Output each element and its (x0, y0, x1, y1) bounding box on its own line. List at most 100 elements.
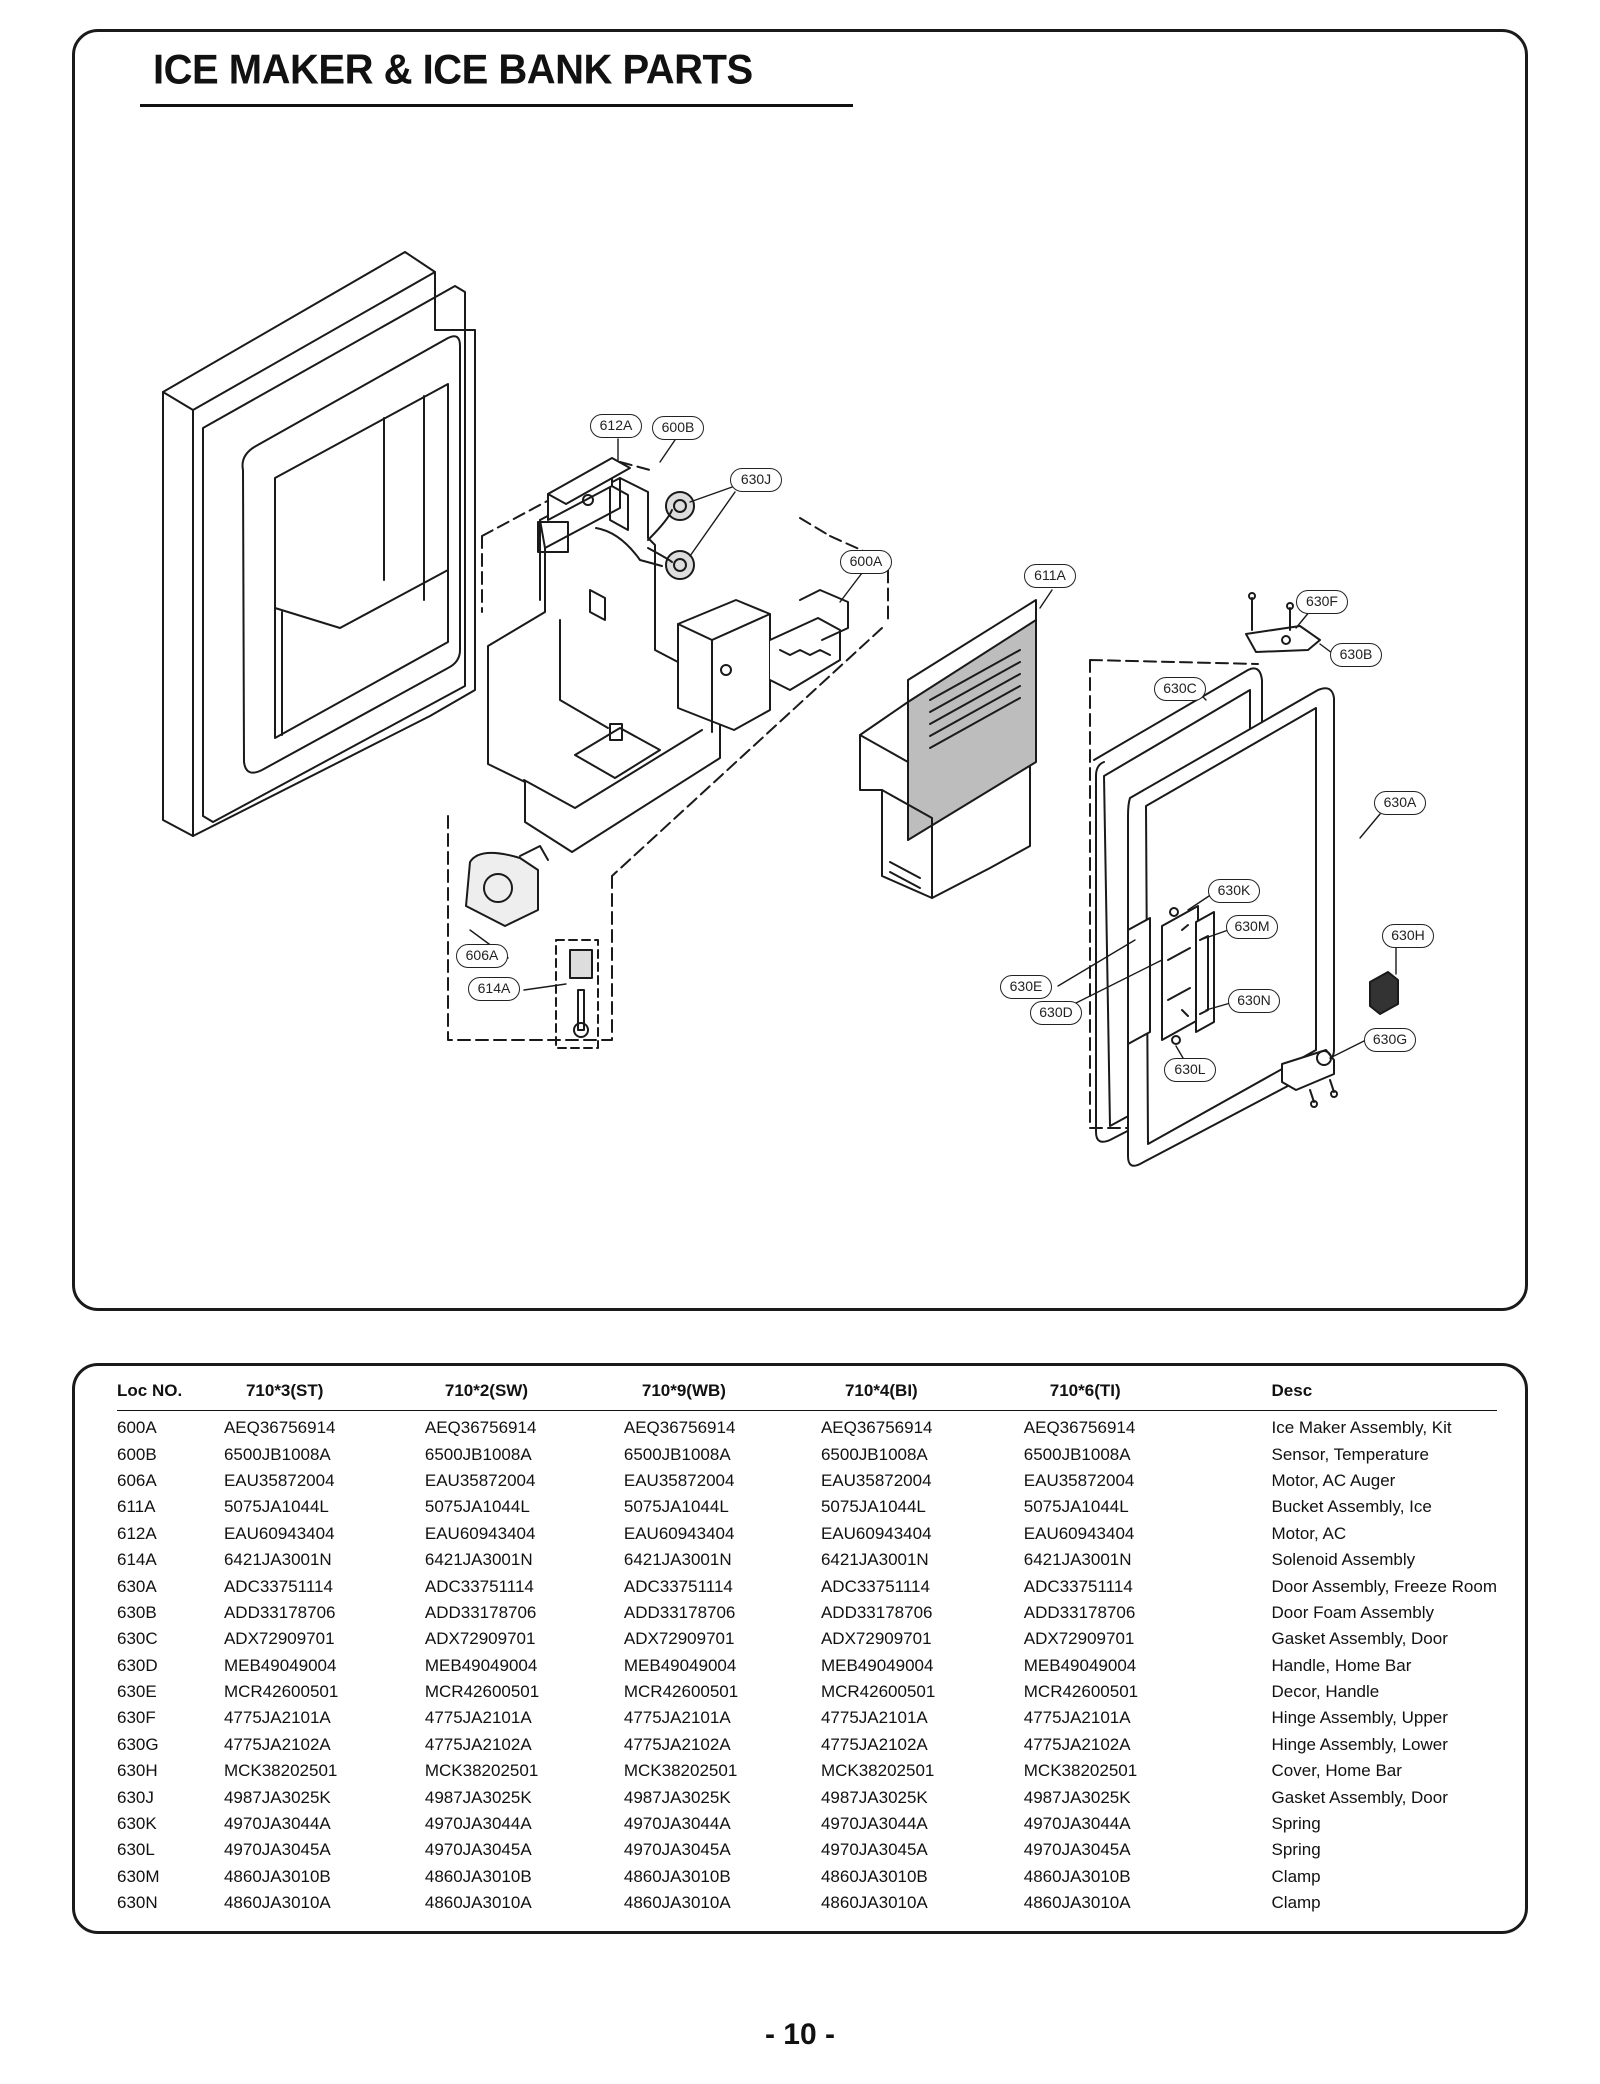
part-710-4-bi-cell: 4860JA3010A (820, 1893, 928, 1913)
callout-630E: 630E (1000, 975, 1052, 999)
exploded-parts-diagram (162, 251, 1399, 1167)
desc-cell: Gasket Assembly, Door (1271, 1787, 1448, 1807)
part-710-3-st-cell: 6500JB1008A (223, 1444, 331, 1464)
header-710-9-wb: 710*9(WB) (623, 1372, 821, 1411)
part-710-3-st-cell: 4775JA2102A (223, 1734, 331, 1754)
desc-cell: Spring (1271, 1814, 1321, 1834)
header-desc: Desc (1271, 1372, 1497, 1411)
part-710-2-sw-cell: 4860JA3010A (424, 1893, 532, 1913)
loc-no-cell: 630N (117, 1893, 158, 1913)
part-710-3-st-cell: EAU60943404 (223, 1523, 335, 1543)
part-710-6-ti-cell: 4970JA3045A (1023, 1840, 1131, 1860)
parts-table: Loc NO. 710*3(ST) 710*2(SW) 710*9(WB) 71… (117, 1372, 1497, 1916)
desc-cell: Bucket Assembly, Ice (1271, 1497, 1432, 1517)
part-710-9-wb-cell: 6421JA3001N (623, 1550, 732, 1570)
callout-600A: 600A (840, 550, 892, 574)
part-710-4-bi-cell: 4987JA3025K (820, 1787, 928, 1807)
desc-cell: Clamp (1271, 1893, 1321, 1913)
callout-630C: 630C (1154, 677, 1206, 701)
part-710-6-ti-cell: MCR42600501 (1023, 1682, 1139, 1702)
part-710-3-st-cell: 4775JA2101A (223, 1708, 331, 1728)
part-710-6-ti-cell: EAU60943404 (1023, 1523, 1135, 1543)
part-710-9-wb-cell: 5075JA1044L (623, 1497, 729, 1517)
part-710-2-sw-cell: 6500JB1008A (424, 1444, 532, 1464)
loc-no-cell: 606A (117, 1470, 157, 1490)
desc-cell: Door Foam Assembly (1271, 1602, 1435, 1622)
part-710-2-sw-cell: ADX72909701 (424, 1629, 536, 1649)
part-710-3-st-cell: 4970JA3044A (223, 1814, 331, 1834)
part-710-9-wb-cell: AEQ36756914 (623, 1418, 736, 1438)
part-710-9-wb-cell: EAU35872004 (623, 1470, 735, 1490)
part-710-2-sw-cell: 4987JA3025K (424, 1787, 532, 1807)
part-710-6-ti-cell: 4860JA3010B (1023, 1866, 1131, 1886)
loc-no-cell: 612A (117, 1523, 157, 1543)
callout-630L: 630L (1164, 1058, 1216, 1082)
part-710-3-st-cell: AEQ36756914 (223, 1418, 336, 1438)
desc-cell: Hinge Assembly, Upper (1271, 1708, 1448, 1728)
part-710-4-bi-cell: MCK38202501 (820, 1761, 935, 1781)
loc-no-cell: 630H (117, 1761, 158, 1781)
part-710-3-st-cell: 5075JA1044L (223, 1497, 329, 1517)
table-row: 630A ADC33751114 ADC33751114 ADC33751114 ADC… (117, 1573, 1497, 1599)
callouts: 612A 600B 630J 600A 611A 630F 630B 630C … (456, 414, 1434, 1082)
desc-cell: Cover, Home Bar (1271, 1761, 1402, 1781)
part-710-9-wb-cell: 4860JA3010A (623, 1893, 731, 1913)
desc-cell: Motor, AC Auger (1271, 1470, 1396, 1490)
page-number: - 10 - (764, 2018, 836, 2051)
part-710-4-bi-cell: 4860JA3010B (820, 1866, 928, 1886)
loc-no-cell: 630E (117, 1682, 157, 1702)
desc-cell: Clamp (1271, 1866, 1321, 1886)
callout-630G: 630G (1364, 1028, 1416, 1052)
part-710-9-wb-cell: MCK38202501 (623, 1761, 738, 1781)
callout-630N: 630N (1228, 989, 1280, 1013)
part-710-9-wb-cell: 4775JA2101A (623, 1708, 731, 1728)
loc-no-cell: 630A (117, 1576, 157, 1596)
door-liner-drawing (162, 251, 476, 837)
part-710-6-ti-cell: ADC33751114 (1023, 1576, 1133, 1596)
desc-cell: Spring (1271, 1840, 1321, 1860)
ice-bucket-drawing (859, 599, 1037, 899)
part-710-2-sw-cell: 4775JA2102A (424, 1734, 532, 1754)
part-710-2-sw-cell: AEQ36756914 (424, 1418, 537, 1438)
part-710-3-st-cell: 6421JA3001N (223, 1550, 332, 1570)
part-710-6-ti-cell: ADD33178706 (1023, 1602, 1136, 1622)
part-710-3-st-cell: ADD33178706 (223, 1602, 336, 1622)
part-710-2-sw-cell: ADD33178706 (424, 1602, 537, 1622)
part-710-9-wb-cell: 4775JA2102A (623, 1734, 731, 1754)
desc-cell: Hinge Assembly, Lower (1271, 1734, 1448, 1754)
part-710-3-st-cell: 4970JA3045A (223, 1840, 331, 1860)
part-710-3-st-cell: MEB49049004 (223, 1655, 337, 1675)
part-710-4-bi-cell: ADC33751114 (820, 1576, 930, 1596)
table-header-row: Loc NO. 710*3(ST) 710*2(SW) 710*9(WB) 71… (117, 1372, 1497, 1411)
part-710-6-ti-cell: 6421JA3001N (1023, 1550, 1132, 1570)
desc-cell: Handle, Home Bar (1271, 1655, 1412, 1675)
loc-no-cell: 614A (117, 1550, 157, 1570)
part-710-4-bi-cell: 4775JA2101A (820, 1708, 928, 1728)
part-710-9-wb-cell: EAU60943404 (623, 1523, 735, 1543)
part-710-3-st-cell: ADC33751114 (223, 1576, 333, 1596)
part-710-2-sw-cell: EAU35872004 (424, 1470, 536, 1490)
part-710-6-ti-cell: 6500JB1008A (1023, 1444, 1131, 1464)
desc-cell: Ice Maker Assembly, Kit (1271, 1418, 1452, 1438)
part-710-9-wb-cell: 6500JB1008A (623, 1444, 731, 1464)
part-710-4-bi-cell: AEQ36756914 (820, 1418, 933, 1438)
header-loc-no: Loc NO. (117, 1372, 224, 1411)
part-710-3-st-cell: 4860JA3010B (223, 1866, 331, 1886)
callout-606A: 606A (456, 944, 508, 968)
header-710-2-sw: 710*2(SW) (424, 1372, 624, 1411)
part-710-4-bi-cell: EAU35872004 (820, 1470, 932, 1490)
part-710-9-wb-cell: 4970JA3044A (623, 1814, 731, 1834)
part-710-4-bi-cell: ADX72909701 (820, 1629, 932, 1649)
parts-table-panel (72, 1363, 1528, 1934)
part-710-2-sw-cell: ADC33751114 (424, 1576, 534, 1596)
